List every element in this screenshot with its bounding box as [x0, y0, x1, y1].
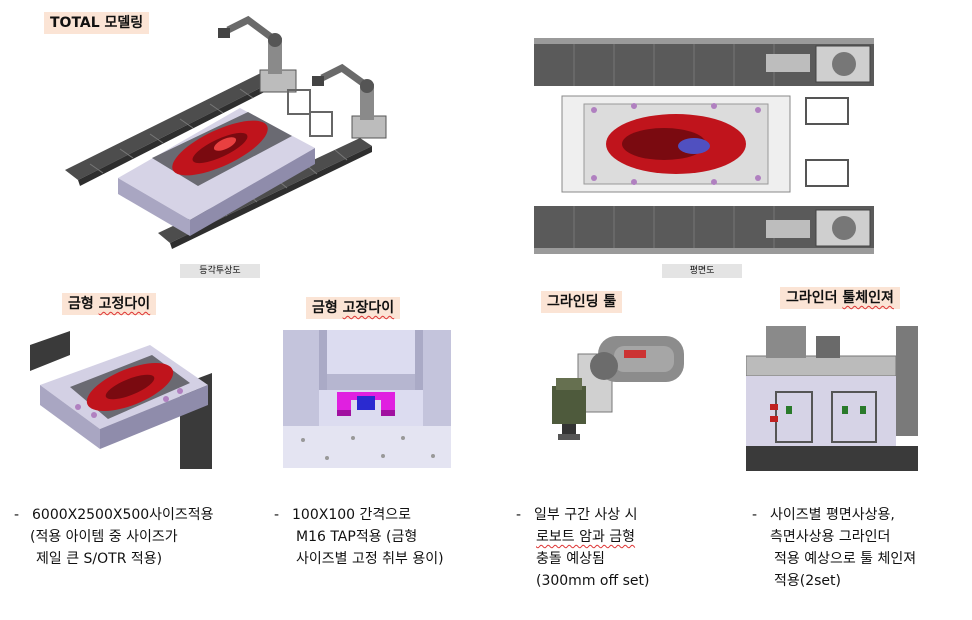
desc-line: 로보트 암과 금형	[516, 526, 649, 548]
desc-text: 6000X2500X500사이즈적용	[32, 507, 214, 523]
desc-text: 적용(2set)	[774, 573, 841, 589]
desc-die-plate: -100X100 간격으로 M16 TAP적용 (금형 사이즈별 고정 취부 용…	[274, 504, 444, 570]
desc-line: 제일 큰 S/OTR 적용)	[14, 548, 214, 570]
desc-line: 적용 예상으로 툴 체인져	[752, 548, 916, 570]
desc-text: M16 TAP적용 (금형	[296, 529, 418, 545]
title-prefix: TOTAL	[50, 15, 100, 31]
plan-view-illustration	[534, 34, 878, 262]
dash: -	[752, 507, 758, 523]
title-suffix: 모델링	[104, 15, 144, 31]
isometric-view-illustration	[60, 8, 400, 258]
title-word: 고정다이	[98, 296, 151, 312]
desc-text: 충돌 예상됨	[536, 551, 605, 567]
desc-text: 100X100 간격으로	[292, 507, 412, 523]
desc-line: -6000X2500X500사이즈적용	[14, 504, 214, 526]
desc-line: M16 TAP적용 (금형	[274, 526, 444, 548]
desc-text: 일부 구간 사상 시	[534, 507, 638, 523]
desc-text: (적용 아이템 중 사이즈가	[30, 529, 178, 545]
tool-changer-illustration	[746, 326, 918, 471]
fixed-die-illustration	[30, 325, 212, 469]
desc-line: 충돌 예상됨	[516, 548, 649, 570]
desc-line: 적용(2set)	[752, 570, 916, 592]
desc-line: -사이즈별 평면사상용,	[752, 504, 916, 526]
desc-line: 사이즈별 고정 취부 용이)	[274, 548, 444, 570]
desc-text: (300mm off set)	[536, 573, 650, 589]
desc-fixed-die: -6000X2500X500사이즈적용 (적용 아이템 중 사이즈가 제일 큰 …	[14, 504, 214, 570]
desc-text: 제일 큰 S/OTR 적용)	[36, 551, 163, 567]
desc-line: -일부 구간 사상 시	[516, 504, 649, 526]
title-word: 툴체인져	[842, 290, 894, 306]
desc-line: (300mm off set)	[516, 570, 649, 592]
desc-text: 사이즈별 고정 취부 용이)	[296, 551, 444, 567]
title-word: 금형	[68, 296, 94, 312]
title-word: 툴	[603, 294, 617, 310]
desc-tool-changer: -사이즈별 평면사상용, 측면사상용 그라인더 적용 예상으로 툴 체인져 적용…	[752, 504, 916, 592]
dash: -	[274, 507, 280, 523]
title-word: 그라인더	[786, 290, 838, 306]
die-plate-illustration	[283, 330, 451, 468]
plan-caption: 평면도	[662, 264, 742, 278]
title-word: 고장다이	[342, 300, 395, 316]
desc-grinding-tool: -일부 구간 사상 시 로보트 암과 금형 충돌 예상됨 (300mm off …	[516, 504, 649, 592]
desc-text: 사이즈별 평면사상용,	[770, 507, 895, 523]
title-word: 금형	[312, 300, 338, 316]
total-modeling-title: TOTAL 모델링	[44, 12, 150, 34]
dash: -	[516, 507, 522, 523]
grinding-tool-illustration	[548, 326, 688, 454]
desc-line: 측면사상용 그라인더	[752, 526, 916, 548]
desc-text: 적용 예상으로 툴 체인져	[774, 551, 917, 567]
desc-line: (적용 아이템 중 사이즈가	[14, 526, 214, 548]
section-title-fixed-die: 금형 고정다이	[62, 293, 157, 315]
desc-text: 측면사상용 그라인더	[770, 529, 891, 545]
dash: -	[14, 507, 20, 523]
section-title-grinding-tool: 그라인딩 툴	[541, 291, 623, 313]
title-word: 그라인딩	[547, 294, 599, 310]
isometric-caption: 등각투상도	[180, 264, 260, 278]
section-title-die-plate: 금형 고장다이	[306, 297, 401, 319]
desc-text: 로보트 암과 금형	[536, 529, 636, 545]
section-title-tool-changer: 그라인더 툴체인져	[780, 287, 900, 309]
desc-line: -100X100 간격으로	[274, 504, 444, 526]
